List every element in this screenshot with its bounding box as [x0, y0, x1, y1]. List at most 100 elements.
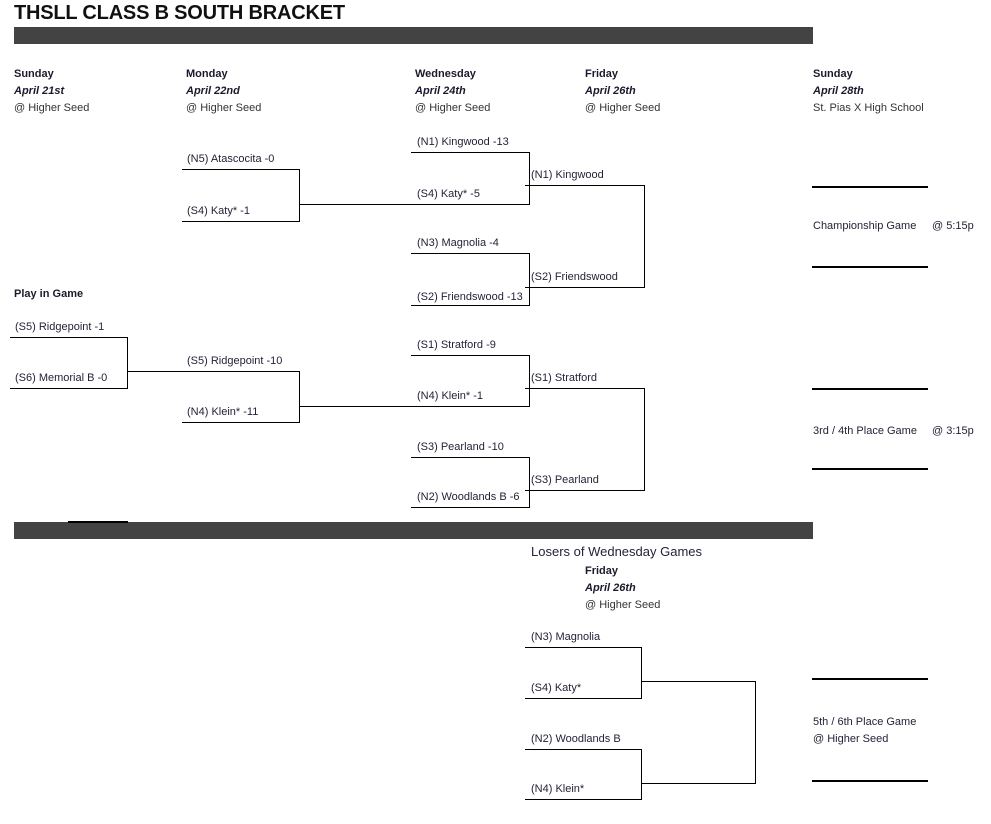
bracket-line — [529, 457, 530, 508]
bracket-connector — [755, 681, 756, 784]
header-divider-bar — [14, 27, 813, 44]
column-header-friday: Friday April 26th @ Higher Seed — [585, 66, 660, 117]
bracket-line — [525, 287, 645, 288]
bracket-line — [529, 152, 530, 205]
column-header-date: April 24th — [415, 85, 466, 97]
bracket-line — [182, 422, 300, 423]
column-header-monday: Monday April 22nd @ Higher Seed — [186, 66, 261, 117]
team-label: (N3) Magnolia -4 — [417, 237, 499, 249]
team-label: (N5) Atascocita -0 — [187, 153, 275, 165]
team-label: (N2) Woodlands B — [531, 733, 621, 745]
team-label: (S1) Stratford — [531, 372, 598, 384]
team-label: (S4) Katy* -1 — [187, 205, 250, 217]
column-header-date: April 28th — [813, 85, 864, 97]
column-header-location: @ Higher Seed — [186, 102, 262, 114]
column-header-day: Sunday — [14, 68, 54, 80]
team-label: (S6) Memorial B -0 — [15, 372, 108, 384]
bracket-line — [127, 337, 128, 389]
bracket-line — [411, 406, 530, 407]
team-label: (N4) Klein* -11 — [187, 406, 259, 418]
play-in-label: Play in Game — [14, 288, 84, 300]
bracket-line — [525, 388, 645, 389]
column-header-day: Wednesday — [415, 68, 476, 80]
bracket-line — [182, 371, 300, 372]
championship-slot-rule-top — [812, 186, 928, 188]
bracket-line — [182, 169, 300, 170]
team-label: (S3) Pearland — [531, 474, 599, 486]
bracket-line — [10, 388, 128, 389]
team-label: (S2) Friendswood — [531, 271, 618, 283]
bracket-line — [525, 185, 645, 186]
third-place-slot-rule-top — [812, 388, 928, 390]
column-header-date: April 26th — [585, 85, 636, 97]
team-label: (S4) Katy* — [531, 682, 582, 694]
third-place-game-label: 3rd / 4th Place Game — [813, 425, 917, 437]
team-label: (N3) Magnolia — [531, 631, 601, 643]
fifth-place-game-location: @ Higher Seed — [813, 733, 889, 745]
bracket-line — [525, 749, 642, 750]
fifth-place-slot-rule-top — [812, 678, 928, 680]
bracket-line — [529, 355, 530, 407]
third-place-slot-rule-bottom — [812, 468, 928, 470]
consolation-divider-bar — [14, 522, 813, 539]
column-header-sunday-1: Sunday April 21st @ Higher Seed — [14, 66, 89, 117]
consolation-day: Friday — [585, 565, 619, 577]
column-header-location: @ Higher Seed — [585, 102, 661, 114]
bracket-line — [411, 152, 530, 153]
column-header-location: @ Higher Seed — [415, 102, 491, 114]
consolation-date-block: Friday April 26th @ Higher Seed — [585, 563, 660, 614]
bracket-line — [644, 185, 645, 288]
bracket-line — [529, 253, 530, 306]
bracket-connector — [127, 371, 183, 372]
bracket-line — [411, 457, 530, 458]
bracket-line — [644, 388, 645, 491]
column-header-location: St. Pias X High School — [813, 102, 924, 114]
column-header-date: April 22nd — [186, 85, 240, 97]
column-header-day: Friday — [585, 68, 619, 80]
bracket-line — [525, 647, 642, 648]
column-header-sunday-2: Sunday April 28th St. Pias X High School — [813, 66, 924, 117]
team-label: (S5) Ridgepoint -10 — [187, 355, 283, 367]
team-label: (N1) Kingwood — [531, 169, 604, 181]
column-header-location: @ Higher Seed — [14, 102, 90, 114]
team-label: (N2) Woodlands B -6 — [417, 491, 520, 503]
consolation-location: @ Higher Seed — [585, 599, 661, 611]
bracket-line — [299, 169, 300, 222]
bracket-connector — [641, 783, 756, 784]
bracket-line — [641, 647, 642, 699]
column-header-date: April 21st — [14, 85, 65, 97]
team-label: (S5) Ridgepoint -1 — [15, 321, 105, 333]
bracket-connector — [299, 204, 412, 205]
stray-rule — [68, 521, 128, 523]
team-label: (S3) Pearland -10 — [417, 441, 504, 453]
championship-slot-rule-bottom — [812, 266, 928, 268]
fifth-place-slot-rule-bottom — [812, 780, 928, 782]
column-header-wednesday: Wednesday April 24th @ Higher Seed — [415, 66, 490, 117]
column-header-day: Sunday — [813, 68, 853, 80]
bracket-connector — [299, 406, 412, 407]
team-label: (S2) Friendswood -13 — [417, 291, 523, 303]
bracket-line — [10, 337, 128, 338]
bracket-line — [525, 799, 642, 800]
team-label: (N4) Klein* -1 — [417, 390, 484, 402]
consolation-heading: Losers of Wednesday Games — [531, 544, 703, 559]
bracket-line — [411, 305, 530, 306]
bracket-line — [411, 204, 530, 205]
bracket-line — [525, 490, 645, 491]
bracket-line — [299, 371, 300, 423]
bracket-line — [641, 749, 642, 800]
bracket-line — [182, 221, 300, 222]
team-label: (S4) Katy* -5 — [417, 188, 480, 200]
column-header-day: Monday — [186, 68, 228, 80]
team-label: (N1) Kingwood -13 — [417, 136, 509, 148]
bracket-line — [411, 355, 530, 356]
bracket-line — [411, 253, 530, 254]
third-place-game-time: @ 3:15p — [932, 425, 974, 437]
bracket-line — [525, 698, 642, 699]
fifth-place-game-label: 5th / 6th Place Game — [813, 716, 917, 728]
bracket-line — [411, 507, 530, 508]
championship-game-label: Championship Game — [813, 220, 917, 232]
team-label: (N4) Klein* — [531, 783, 585, 795]
consolation-date: April 26th — [585, 582, 636, 594]
team-label: (S1) Stratford -9 — [417, 339, 496, 351]
